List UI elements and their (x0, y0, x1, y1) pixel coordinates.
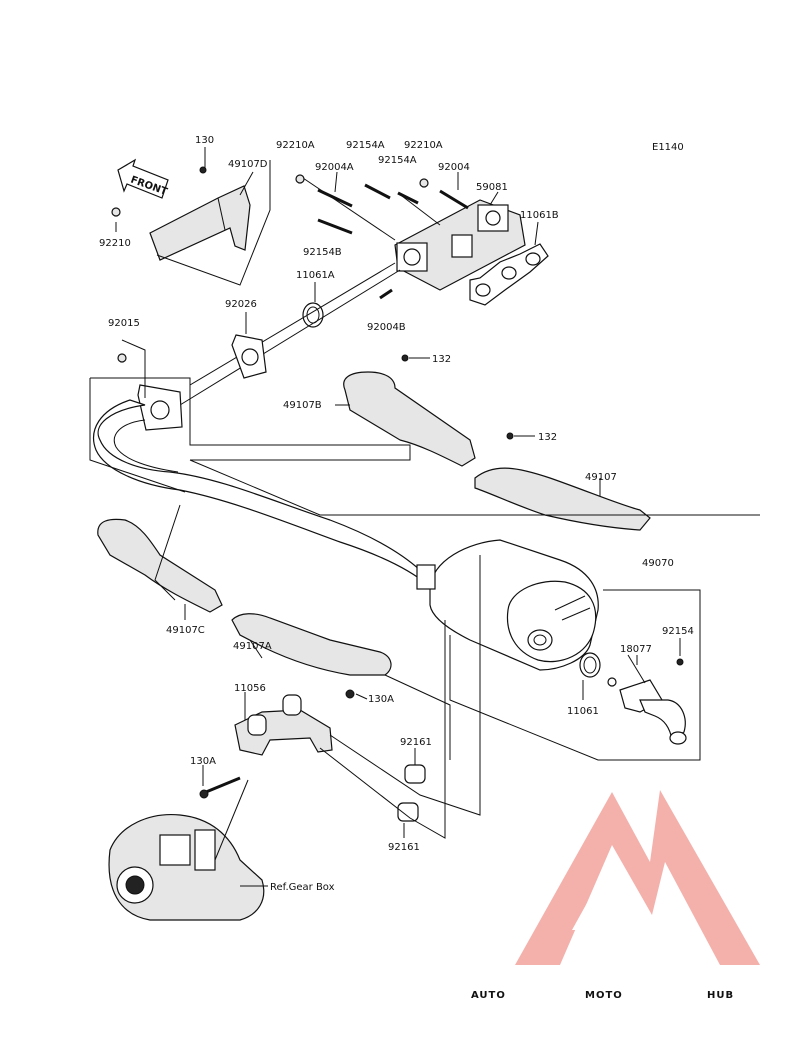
heat-guard-49107A (231, 613, 392, 676)
nut-92210 (111, 207, 121, 217)
label-11061: 11061 (567, 706, 599, 717)
bolt-130A-1 (345, 689, 355, 699)
watermark-triangle (515, 790, 760, 965)
gear-box (108, 813, 265, 921)
bolt-92154A-2 (397, 191, 419, 205)
watermark-logo: AUTO MOTO HUB (471, 790, 760, 1001)
watermark-auto: AUTO (471, 990, 506, 1001)
spark-arrester (607, 677, 617, 687)
label-130: 130 (195, 135, 214, 146)
diagram-code: E1140 (652, 142, 684, 153)
nut-92015 (117, 353, 127, 363)
stud-92004 (439, 189, 469, 210)
label-92004A: 92004A (315, 162, 354, 173)
label-132-2: 132 (538, 432, 557, 443)
label-ref-gear-box: Ref.Gear Box (270, 882, 335, 893)
label-92004: 92004 (438, 162, 470, 173)
gasket-11061B (469, 243, 549, 306)
label-49107: 49107 (585, 472, 617, 483)
nut-92210A-2 (419, 178, 429, 188)
muffler-49070 (416, 539, 599, 671)
label-18077: 18077 (620, 644, 652, 655)
front-arrow: FRONT (117, 158, 169, 199)
label-49107A: 49107A (233, 641, 272, 652)
label-11061A: 11061A (296, 270, 335, 281)
leader-nut-92210A-1 (299, 175, 396, 241)
label-92026: 92026 (225, 299, 257, 310)
label-11056: 11056 (234, 683, 266, 694)
label-49107B: 49107B (283, 400, 322, 411)
bolt-92154A-1 (364, 183, 391, 200)
label-92154A-2: 92154A (378, 155, 417, 166)
stud-92004B (379, 288, 393, 300)
bolt-130A-2 (205, 776, 241, 794)
stud-92004A (317, 188, 353, 208)
watermark-inner-triangle (572, 858, 648, 930)
label-92210A-1: 92210A (276, 140, 315, 151)
heat-guard-49107B (343, 354, 476, 467)
watermark-hub: HUB (707, 990, 734, 1001)
label-92161-1: 92161 (400, 737, 432, 748)
exhaust-manifold (394, 199, 526, 291)
label-92161-2: 92161 (388, 842, 420, 853)
label-49107C: 49107C (166, 625, 205, 636)
label-92210A-2: 92210A (404, 140, 443, 151)
label-130A-1: 130A (368, 694, 394, 705)
label-92154B: 92154B (303, 247, 342, 258)
part-labels: 130 49107D 92210 92210A 92004A 92154A 92… (99, 135, 694, 893)
heat-guard-49107D (149, 166, 251, 261)
tail-pipe-18077 (607, 677, 687, 745)
label-92154A-1: 92154A (346, 140, 385, 151)
damper-92161-2 (397, 802, 419, 822)
callout-box-49107D (156, 160, 271, 286)
label-92154: 92154 (662, 626, 694, 637)
nut-92210A-1 (295, 174, 305, 184)
mount-bracket-11056 (234, 694, 333, 756)
label-92015: 92015 (108, 318, 140, 329)
bolt-92154B (317, 218, 353, 235)
damper-92161-1 (404, 764, 426, 784)
label-92004B: 92004B (367, 322, 406, 333)
label-92210: 92210 (99, 238, 131, 249)
label-132-1: 132 (432, 354, 451, 365)
bolt-92154 (676, 658, 684, 666)
label-49070: 49070 (642, 558, 674, 569)
label-11061B: 11061B (520, 210, 559, 221)
axis-line (179, 269, 401, 406)
bolt-92154A-2-leader (397, 192, 441, 226)
label-59081: 59081 (476, 182, 508, 193)
label-130A-2: 130A (190, 756, 216, 767)
label-49107D: 49107D (228, 159, 268, 170)
watermark-moto: MOTO (585, 990, 623, 1001)
